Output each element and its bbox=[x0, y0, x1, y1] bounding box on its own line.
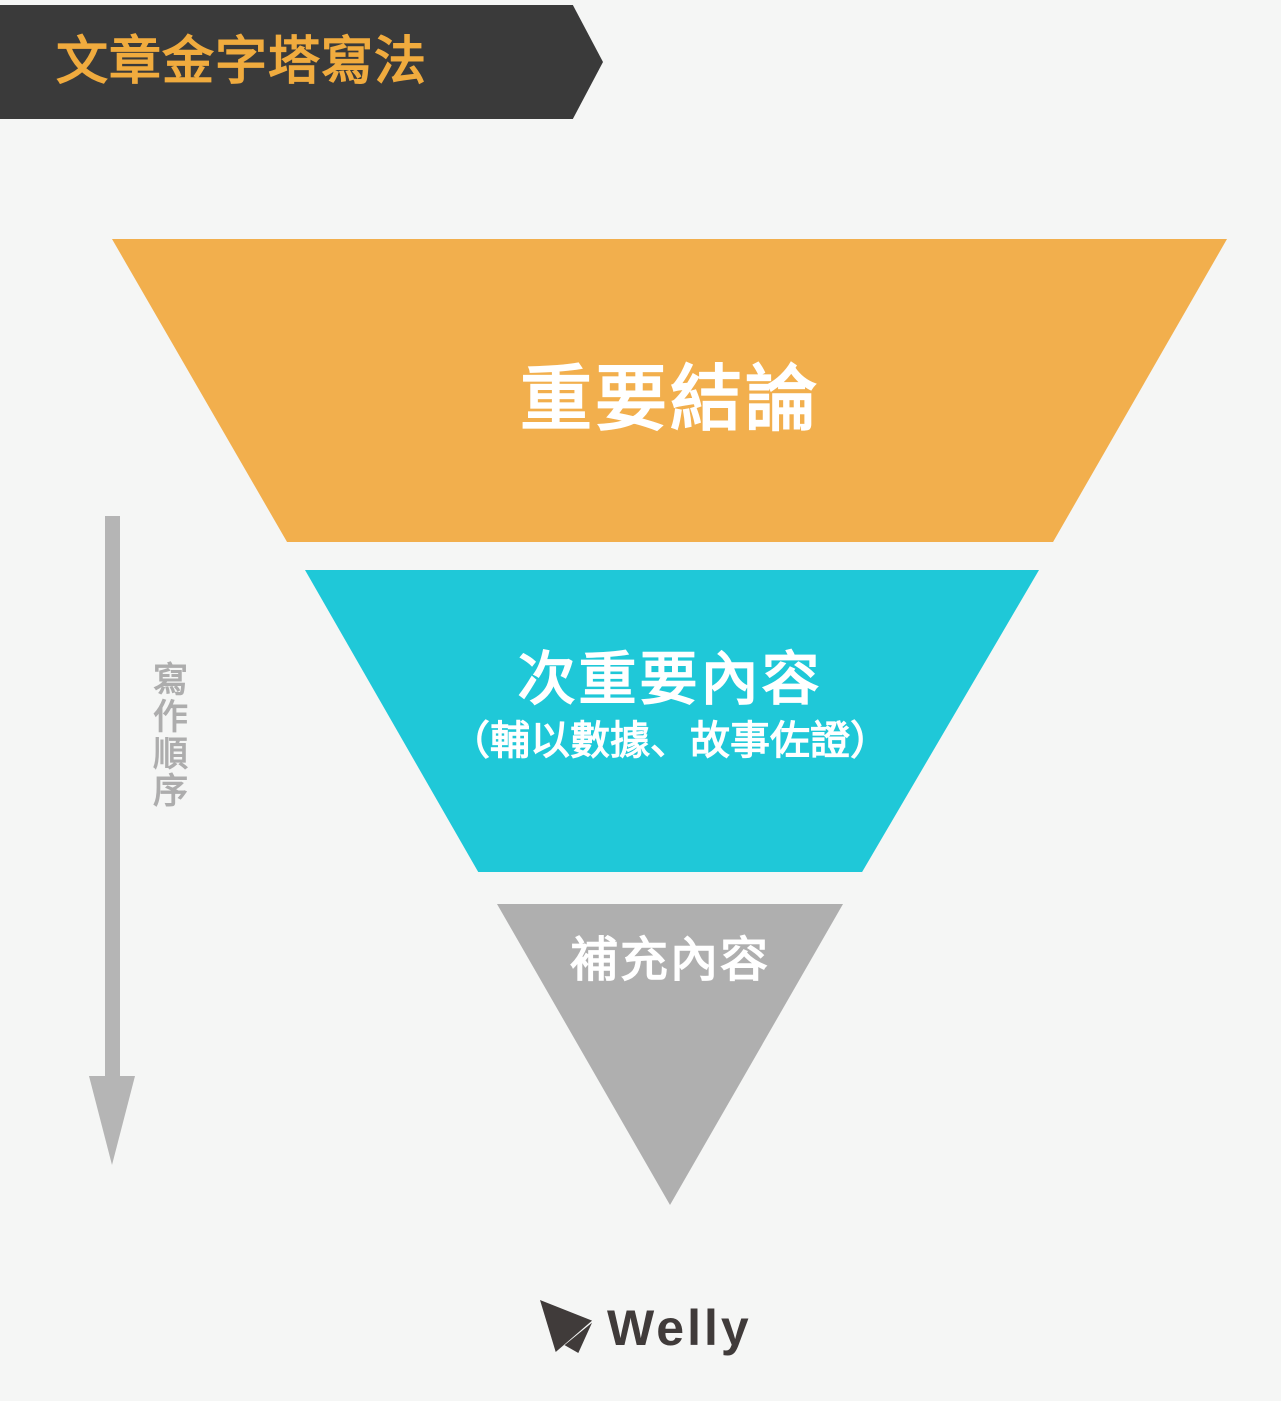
down-arrow-shaft bbox=[105, 516, 120, 1076]
writing-order-label: 寫作順序 bbox=[148, 661, 187, 809]
paper-plane-icon bbox=[540, 1300, 593, 1354]
brand-name: Welly bbox=[607, 1299, 752, 1356]
down-arrow-head-icon bbox=[89, 1076, 135, 1165]
funnel-label-important-conclusion: 重要結論 bbox=[519, 360, 821, 440]
page-title: 文章金字塔寫法 bbox=[56, 33, 428, 91]
brand-footer: Welly bbox=[540, 1300, 752, 1355]
funnel-label-secondary-content: 次重要內容 bbox=[517, 647, 823, 712]
funnel-layer-important-conclusion bbox=[112, 239, 1227, 542]
title-banner: 文章金字塔寫法 bbox=[0, 5, 603, 119]
funnel-sublabel-secondary-content: （輔以數據、故事佐證） bbox=[450, 719, 890, 763]
funnel-label-supplementary-content: 補充內容 bbox=[569, 934, 771, 987]
